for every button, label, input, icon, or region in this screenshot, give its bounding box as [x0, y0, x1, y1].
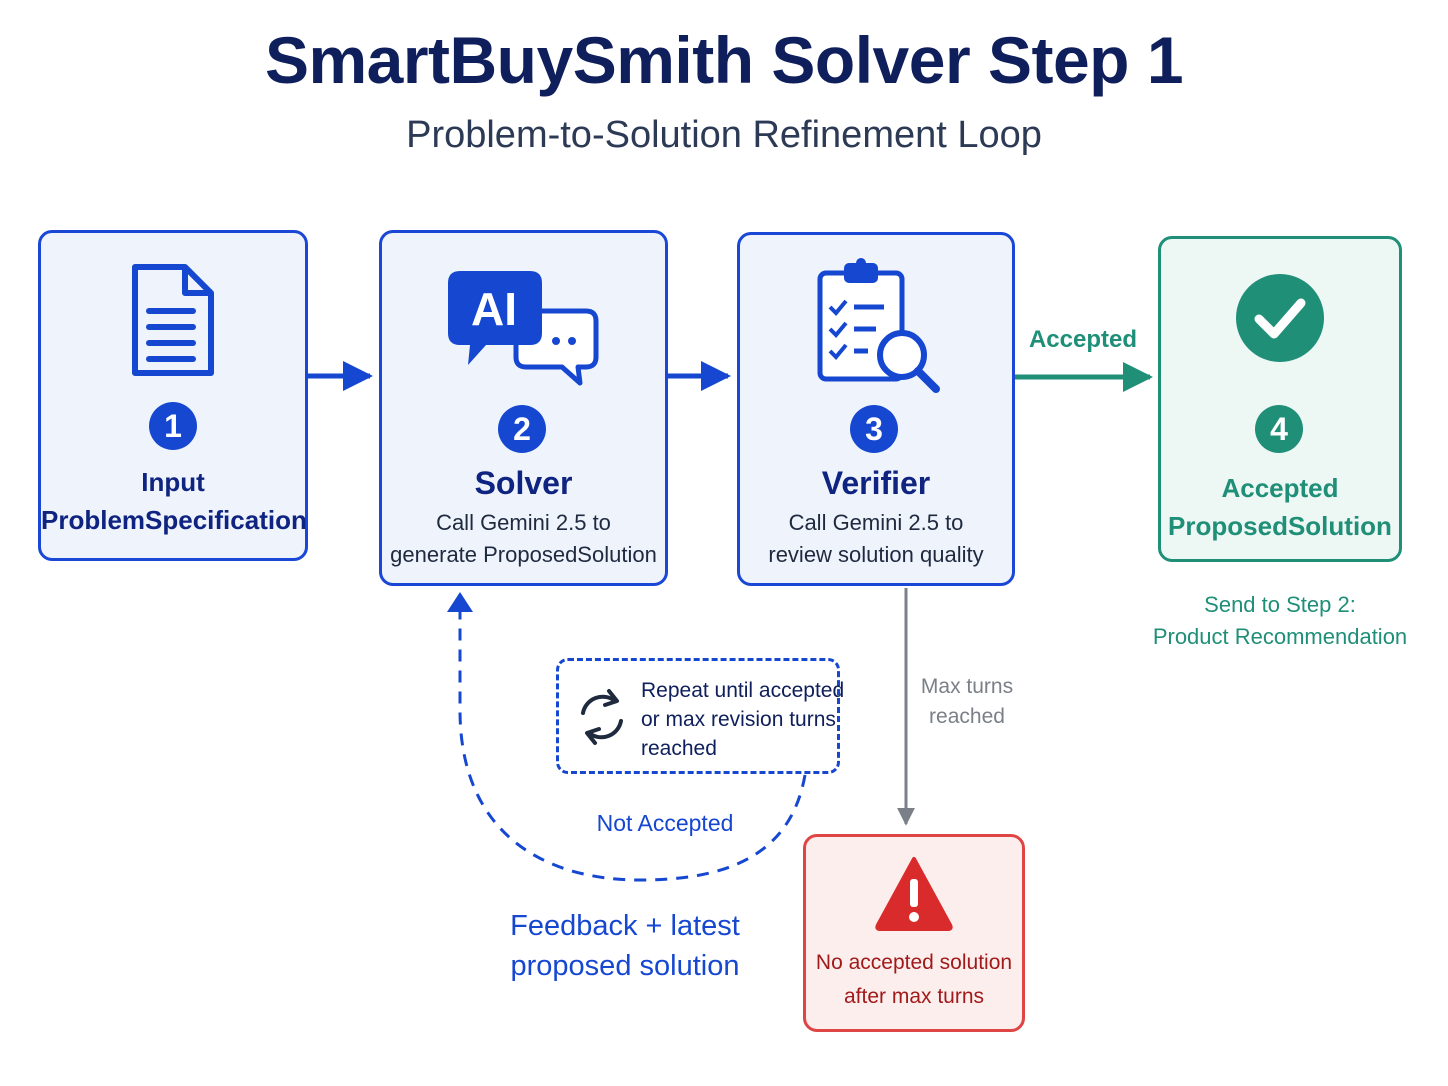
- refresh-icon: [581, 689, 623, 745]
- step-title: Solver: [474, 465, 573, 501]
- warning-icon: [875, 857, 953, 931]
- step-number-badge: 3: [850, 405, 898, 453]
- step-accepted-box: 4 Accepted ProposedSolution: [1158, 236, 1402, 562]
- step-title: Verifier: [821, 465, 931, 501]
- feedback-label-line1: Feedback + latest: [510, 910, 740, 942]
- step-number-badge: 2: [498, 405, 546, 453]
- feedback-label-line2: proposed solution: [510, 950, 740, 982]
- edge-label-max-turns-line2: reached: [929, 705, 1005, 728]
- step-title-line2: ProblemSpecification: [41, 505, 307, 535]
- failure-box: No accepted solution after max turns: [803, 834, 1025, 1032]
- edge-label-max-turns-line1: Max turns: [920, 675, 1014, 698]
- send-to-step2-line2: Product Recommendation: [1152, 624, 1408, 649]
- loop-note-line2: or max revision turns: [641, 708, 836, 731]
- step-title-line1: Accepted: [1221, 473, 1339, 503]
- diagram-subtitle: Problem-to-Solution Refinement Loop: [406, 114, 1042, 156]
- failure-text-line1: No accepted solution: [815, 951, 1013, 974]
- step-desc-line1: Call Gemini 2.5 to: [436, 510, 611, 535]
- loop-note-line1: Repeat until accepted: [641, 679, 845, 702]
- edge-label-not-accepted: Not Accepted: [596, 810, 734, 836]
- failure-text-line2: after max turns: [843, 985, 985, 1008]
- step-title-line1: Input: [141, 467, 205, 497]
- step-desc-line2: review solution quality: [768, 542, 984, 567]
- diagram-title: SmartBuySmith Solver Step 1: [264, 23, 1184, 97]
- svg-text:AI: AI: [471, 283, 517, 335]
- step-number-badge: 4: [1255, 405, 1303, 453]
- step-title-line2: ProposedSolution: [1168, 511, 1392, 541]
- step-number-badge: 1: [149, 402, 197, 450]
- check-circle-icon: [1236, 274, 1324, 362]
- clipboard-search-icon: [817, 258, 940, 393]
- document-icon: [132, 264, 214, 376]
- loop-note-box: Repeat until accepted or max revision tu…: [556, 658, 844, 774]
- send-to-step2-line1: Send to Step 2:: [1204, 592, 1356, 617]
- step-desc-line2: generate ProposedSolution: [390, 542, 657, 567]
- step-desc-line1: Call Gemini 2.5 to: [788, 510, 964, 535]
- edge-label-accepted: Accepted: [1028, 326, 1138, 353]
- step-solver-box: AI 2 Solver Call Gemini 2.5 to generate …: [379, 230, 668, 586]
- step-input-box: 1 Input ProblemSpecification: [38, 230, 308, 561]
- ai-chat-icon: AI: [448, 271, 599, 386]
- loop-note-line3: reached: [641, 737, 717, 760]
- step-verifier-box: 3 Verifier Call Gemini 2.5 to review sol…: [737, 232, 1015, 586]
